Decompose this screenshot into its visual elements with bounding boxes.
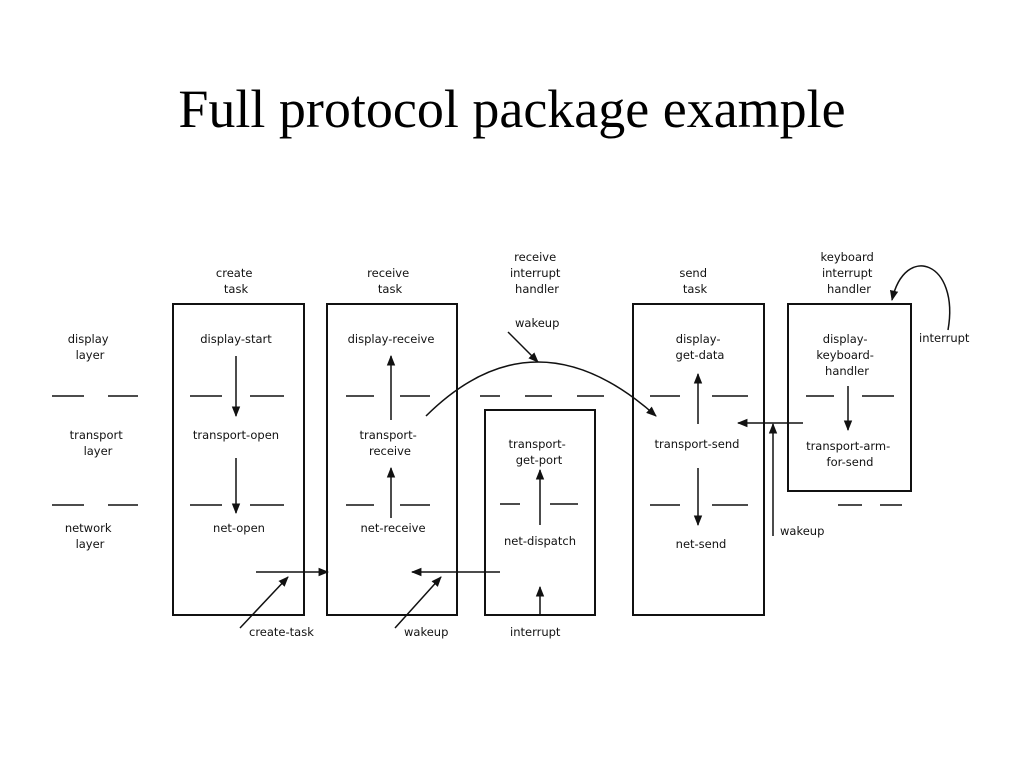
network-layer-label: network layer — [65, 521, 115, 551]
interrupt-handler-box — [484, 409, 596, 616]
interrupt-right-label: interrupt — [919, 331, 970, 345]
keyboard-handler-header: keyboard interrupt handler — [821, 250, 878, 296]
net-dispatch-label: net-dispatch — [504, 534, 576, 548]
interrupt-bottom-label: interrupt — [510, 625, 561, 639]
net-open-label: net-open — [213, 521, 265, 535]
display-receive-label: display-receive — [348, 332, 435, 346]
wakeup-right-label: wakeup — [780, 524, 824, 538]
transport-get-port-label: transport- get-port — [509, 437, 570, 467]
transport-receive-label: transport- receive — [360, 428, 421, 458]
wakeup-bottom-label: wakeup — [404, 625, 448, 639]
create-task-label: create-task — [249, 625, 314, 639]
send-task-header: send task — [679, 266, 710, 296]
arrow-wakeup-bottom — [394, 576, 442, 629]
net-receive-label: net-receive — [360, 521, 425, 535]
create-task-box — [172, 303, 305, 616]
keyboard-handler-box — [787, 303, 912, 492]
layer-separator-lower — [52, 503, 902, 506]
display-start-label: display-start — [200, 332, 272, 346]
arrow-create-task — [239, 576, 289, 629]
display-get-data-label: display- get-data — [676, 332, 725, 362]
send-task-box — [632, 303, 765, 616]
create-task-header: create task — [216, 266, 256, 296]
display-layer-label: display layer — [68, 332, 113, 362]
transport-open-label: transport-open — [193, 428, 279, 442]
slide-title: Full protocol package example — [178, 79, 846, 139]
display-keyboard-handler-label: display- keyboard- handler — [816, 332, 877, 378]
receive-task-box — [326, 303, 458, 616]
interrupt-loop — [889, 265, 951, 331]
arrow-wakeup-top — [507, 331, 539, 363]
net-send-label: net-send — [676, 537, 727, 551]
wakeup-curve — [425, 361, 657, 417]
transport-send-label: transport-send — [655, 437, 740, 451]
transport-layer-label: transport layer — [70, 428, 127, 458]
interrupt-handler-header: receive interrupt handler — [510, 250, 564, 296]
wakeup-top-label: wakeup — [515, 316, 559, 330]
transport-arm-for-send-label: transport-arm- for-send — [806, 439, 894, 469]
receive-task-header: receive task — [367, 266, 413, 296]
